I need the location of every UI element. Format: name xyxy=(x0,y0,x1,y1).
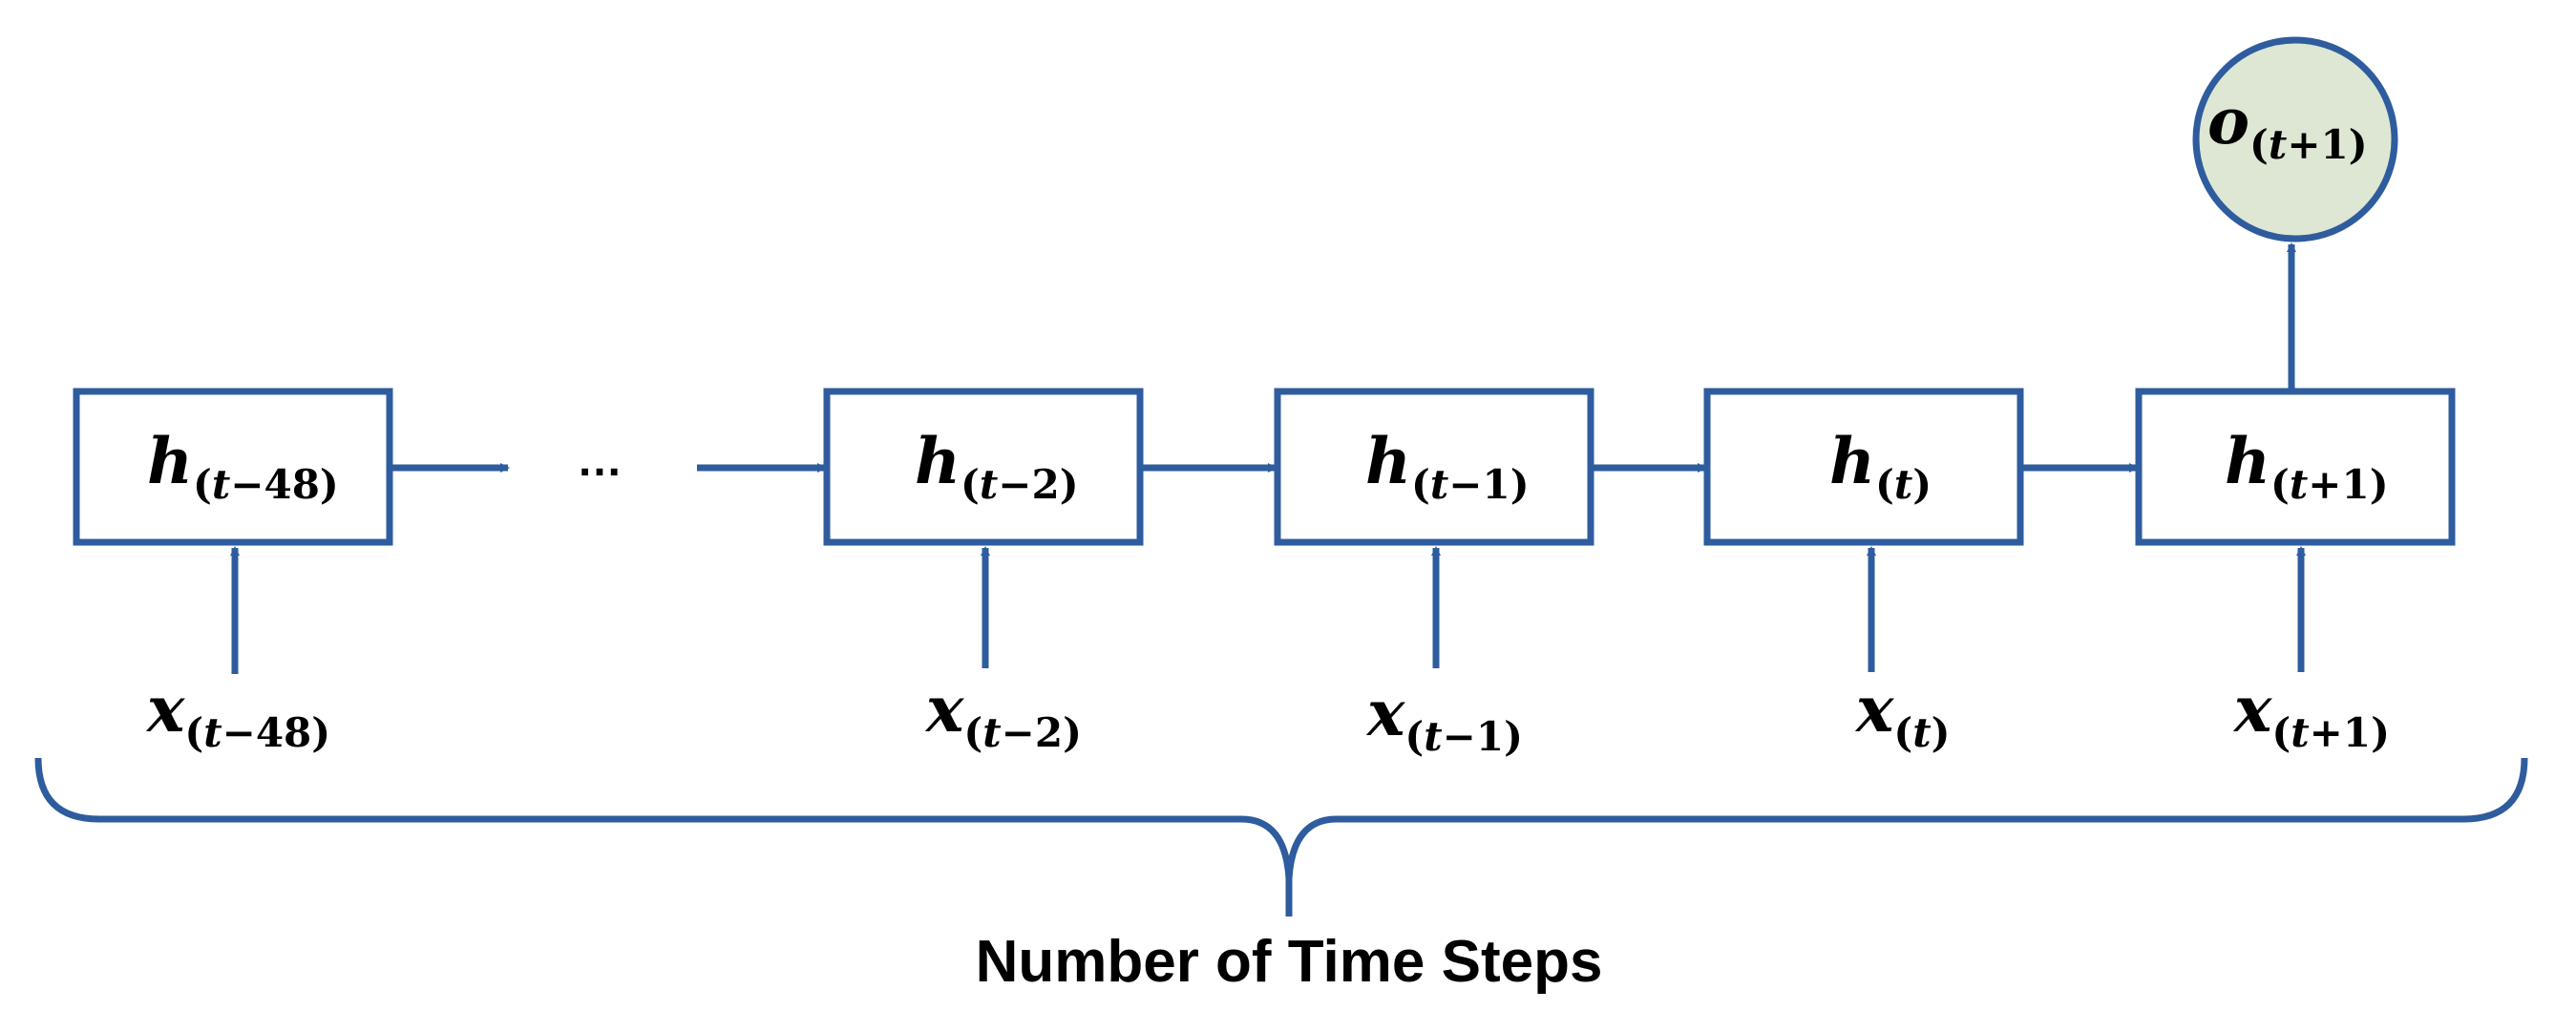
hidden-state-label: h(t−2) xyxy=(915,424,1079,508)
output-circle xyxy=(2192,36,2398,242)
output-node: o(t+1) xyxy=(2192,36,2398,242)
ellipsis: … xyxy=(577,435,623,486)
input-label-t-minus-48: x(t−48) xyxy=(145,672,330,756)
cell-box xyxy=(73,388,393,546)
hidden-state-cell-t: h(t) xyxy=(1703,388,2024,546)
hidden-state-cell-t-minus-1: h(t−1) xyxy=(1274,388,1594,546)
hidden-state-label: h(t+1) xyxy=(2225,424,2389,508)
time-steps-brace xyxy=(34,757,2528,916)
hidden-state-cell-t-plus-1: h(t+1) xyxy=(2135,388,2456,546)
cell-box xyxy=(2135,388,2456,546)
input-label-t: x(t) xyxy=(1854,672,1951,756)
hidden-state-label: h(t−48) xyxy=(147,424,339,508)
input-label-t-minus-2: x(t−2) xyxy=(924,672,1082,756)
input-label-t-plus-1: x(t+1) xyxy=(2232,672,2390,756)
cell-box xyxy=(1703,388,2024,546)
time-steps-caption: Number of Time Steps xyxy=(976,929,1603,995)
cell-box xyxy=(1274,388,1594,546)
hidden-state-label: h(t−1) xyxy=(1365,424,1530,508)
input-label-t-minus-1: x(t−1) xyxy=(1365,676,1523,760)
hidden-state-cell-t-minus-2: h(t−2) xyxy=(823,388,1144,546)
cell-box xyxy=(823,388,1144,546)
hidden-state-cell-t-minus-48: h(t−48) xyxy=(73,388,393,546)
hidden-state-label: h(t) xyxy=(1829,424,1932,508)
output-label: o(t+1) xyxy=(2207,84,2368,168)
